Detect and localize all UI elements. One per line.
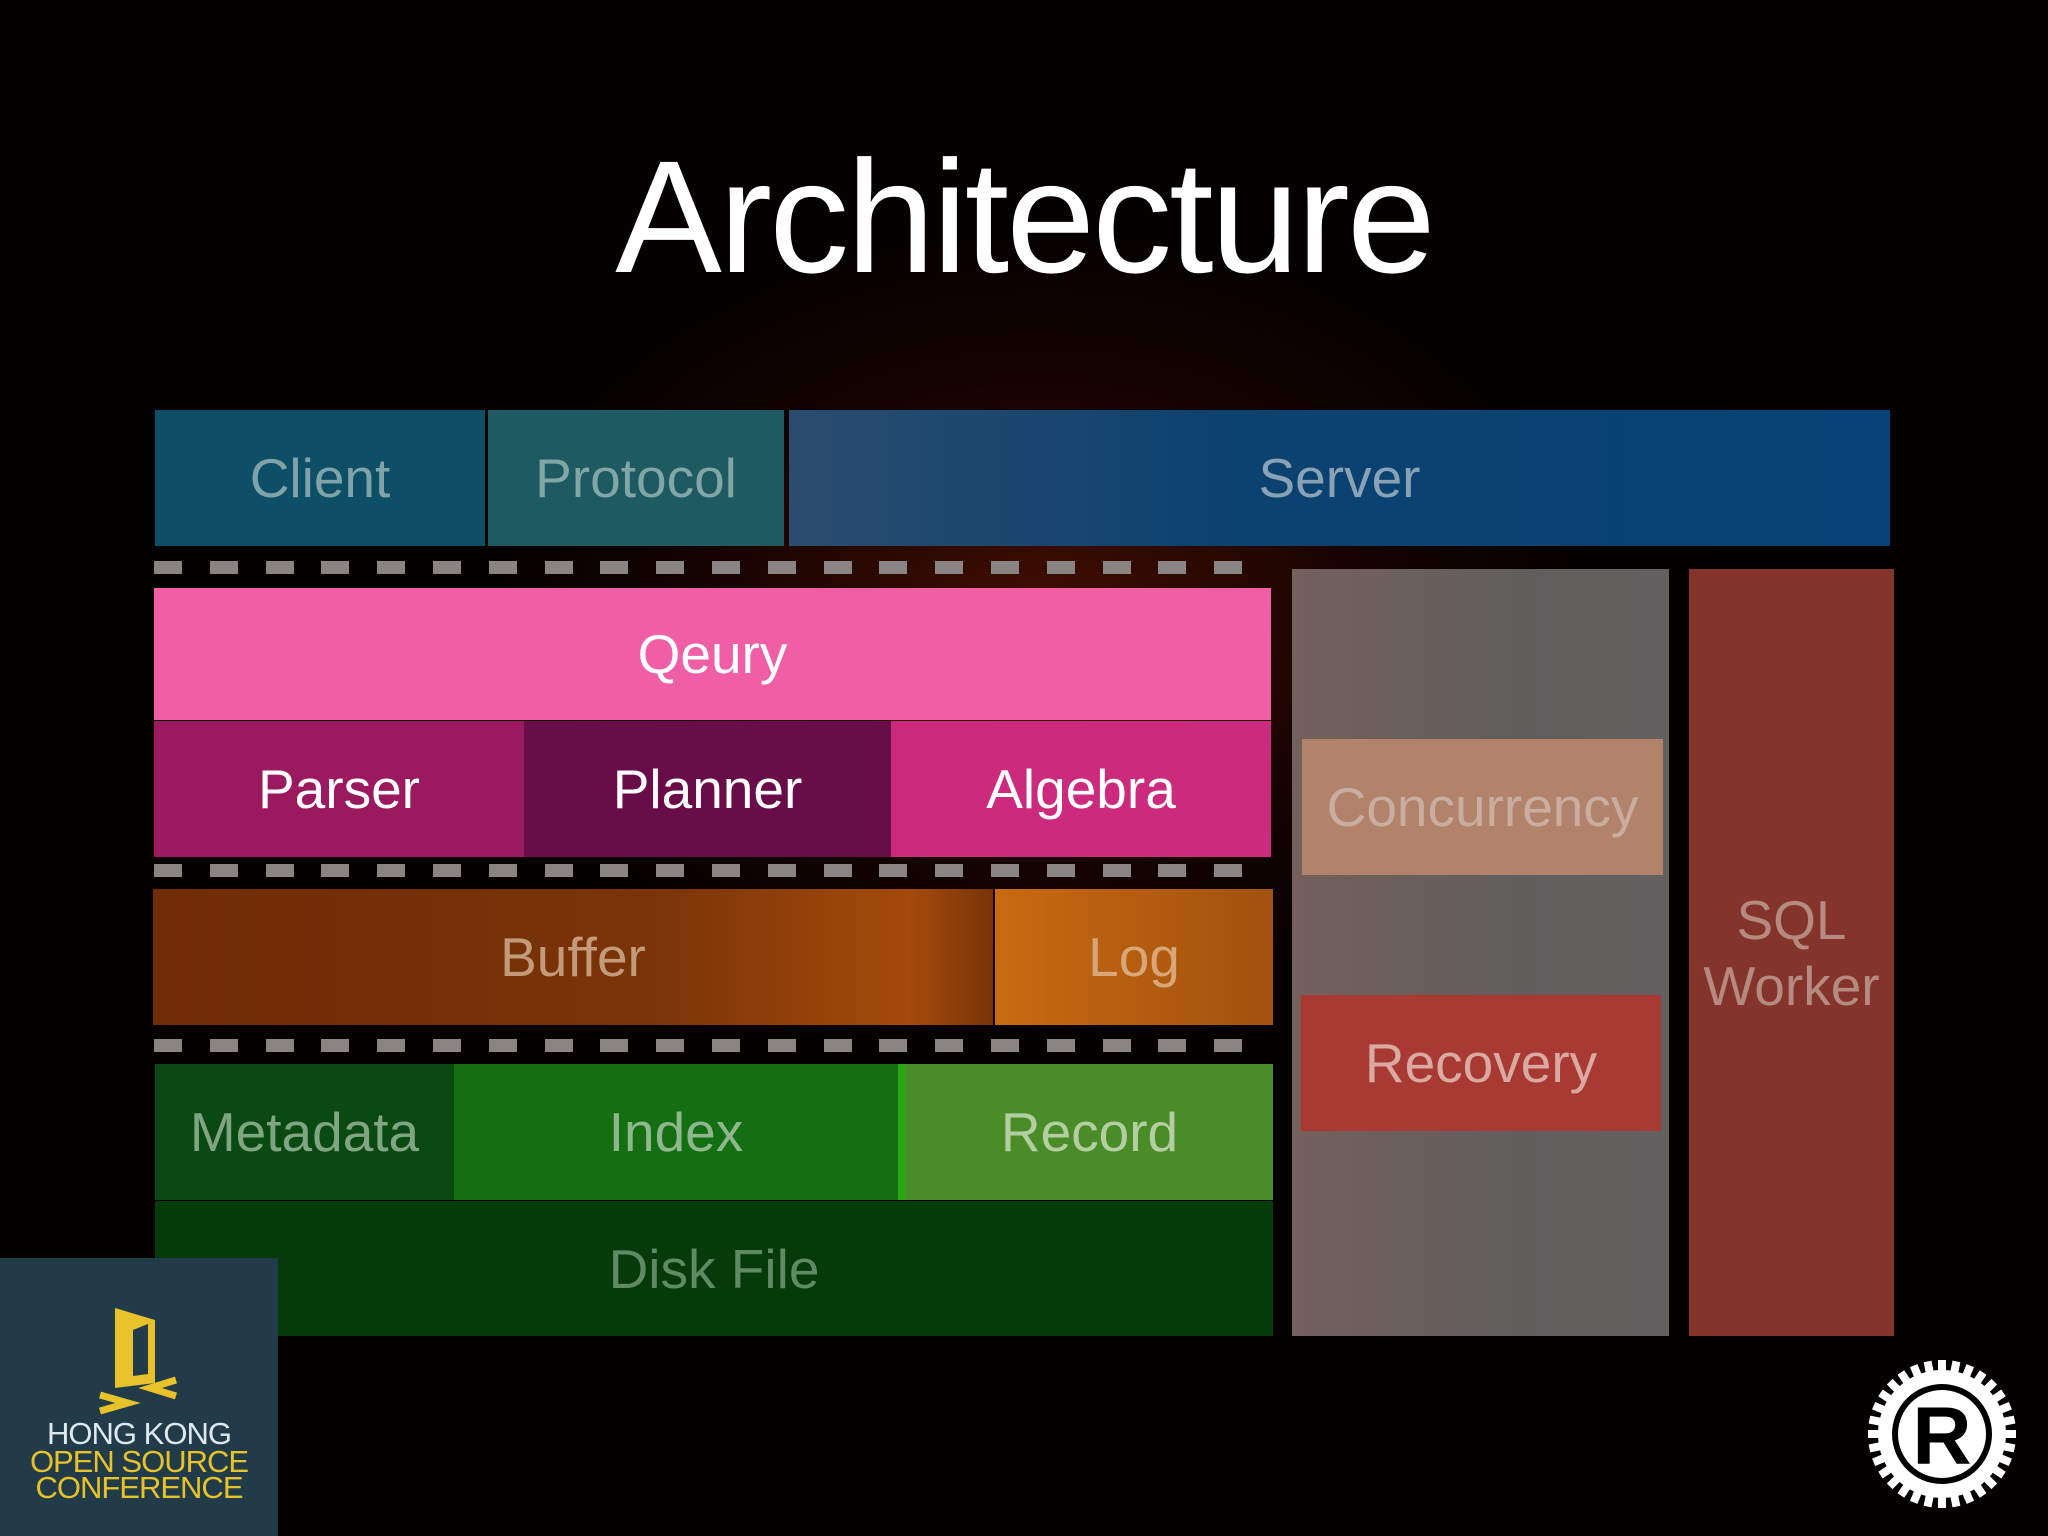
logo-line1: HONG KONG <box>47 1416 232 1451</box>
divider-dash <box>488 864 517 877</box>
slide-title: Architecture <box>615 127 1436 306</box>
layer-divider <box>154 864 1254 877</box>
divider-dash <box>600 561 629 574</box>
divider-dash <box>1158 1039 1187 1052</box>
buffer-block: Buffer <box>153 889 993 1025</box>
protocol-block: Protocol <box>488 410 784 546</box>
divider-dash <box>488 561 517 574</box>
divider-dash <box>209 1039 238 1052</box>
door-icon <box>99 1308 178 1415</box>
divider-dash <box>377 1039 406 1052</box>
divider-dash <box>377 864 406 877</box>
divider-dash <box>991 864 1019 877</box>
divider-dash <box>1102 561 1131 574</box>
divider-dash <box>209 561 238 574</box>
divider-dash <box>991 561 1019 574</box>
divider-dash <box>935 561 964 574</box>
query-block: Qeury <box>154 588 1271 720</box>
divider-dash <box>823 1039 852 1052</box>
divider-dash <box>1214 864 1243 877</box>
divider-dash <box>656 1039 685 1052</box>
logo-line3: CONFERENCE <box>35 1470 243 1505</box>
divider-dash <box>712 561 740 574</box>
algebra-block: Algebra <box>891 721 1271 857</box>
divider-dash <box>377 561 406 574</box>
divider-dash <box>935 864 964 877</box>
divider-dash <box>433 864 461 877</box>
layer-divider <box>154 561 1254 574</box>
divider-dash <box>1214 561 1243 574</box>
divider-dash <box>712 864 740 877</box>
rust-letter: R <box>1912 1391 1972 1482</box>
divider-dash <box>656 561 685 574</box>
parser-block: Parser <box>154 721 524 857</box>
divider-dash <box>823 561 852 574</box>
divider-dash <box>600 1039 629 1052</box>
concurrency-recovery-column <box>1292 569 1669 1336</box>
sql-worker-line2: Worker <box>1703 954 1880 1017</box>
divider-dash <box>209 864 238 877</box>
divider-dash <box>1158 864 1187 877</box>
divider-dash <box>154 1039 182 1052</box>
disk-file-block: Disk File <box>155 1201 1273 1336</box>
layer-divider <box>154 1039 1254 1052</box>
logo-line2: OPEN SOURCE <box>29 1444 249 1479</box>
index-block: Index <box>454 1064 898 1200</box>
divider-dash <box>879 1039 908 1052</box>
client-block: Client <box>155 410 485 546</box>
divider-dash <box>1158 561 1187 574</box>
divider-dash <box>154 864 182 877</box>
divider-dash <box>265 561 294 574</box>
divider-dash <box>1102 864 1131 877</box>
rust-gear-icon <box>1868 1360 2016 1508</box>
divider-dash <box>265 1039 294 1052</box>
planner-block: Planner <box>524 721 891 857</box>
log-block: Log <box>995 889 1273 1025</box>
divider-dash <box>544 561 573 574</box>
divider-dash <box>265 864 294 877</box>
divider-dash <box>767 561 796 574</box>
divider-dash <box>935 1039 964 1052</box>
divider-dash <box>1214 1039 1243 1052</box>
divider-dash <box>488 1039 517 1052</box>
sql-worker-block: SQL Worker <box>1689 569 1894 1336</box>
divider-dash <box>656 864 685 877</box>
divider-dash <box>544 1039 573 1052</box>
metadata-block: Metadata <box>155 1064 454 1200</box>
divider-dash <box>991 1039 1019 1052</box>
server-block: Server <box>789 410 1890 546</box>
sql-worker-line1: SQL <box>1736 888 1847 951</box>
divider-dash <box>879 561 908 574</box>
divider-dash <box>712 1039 740 1052</box>
divider-dash <box>767 1039 796 1052</box>
record-block: Record <box>898 1064 1273 1200</box>
divider-dash <box>1102 1039 1131 1052</box>
divider-dash <box>433 1039 461 1052</box>
divider-dash <box>767 864 796 877</box>
divider-dash <box>544 864 573 877</box>
divider-dash <box>1046 864 1075 877</box>
divider-dash <box>154 561 182 574</box>
divider-dash <box>433 561 461 574</box>
divider-dash <box>600 864 629 877</box>
divider-dash <box>321 864 350 877</box>
divider-dash <box>1046 1039 1075 1052</box>
divider-dash <box>879 864 908 877</box>
divider-dash <box>1046 561 1075 574</box>
rust-logo: R <box>1862 1354 2022 1514</box>
divider-dash <box>321 561 350 574</box>
recovery-block: Recovery <box>1301 995 1661 1131</box>
hkosc-logo: HONG KONG OPEN SOURCE CONFERENCE <box>0 1258 278 1536</box>
divider-dash <box>321 1039 350 1052</box>
concurrency-block: Concurrency <box>1302 739 1663 875</box>
divider-dash <box>823 864 852 877</box>
